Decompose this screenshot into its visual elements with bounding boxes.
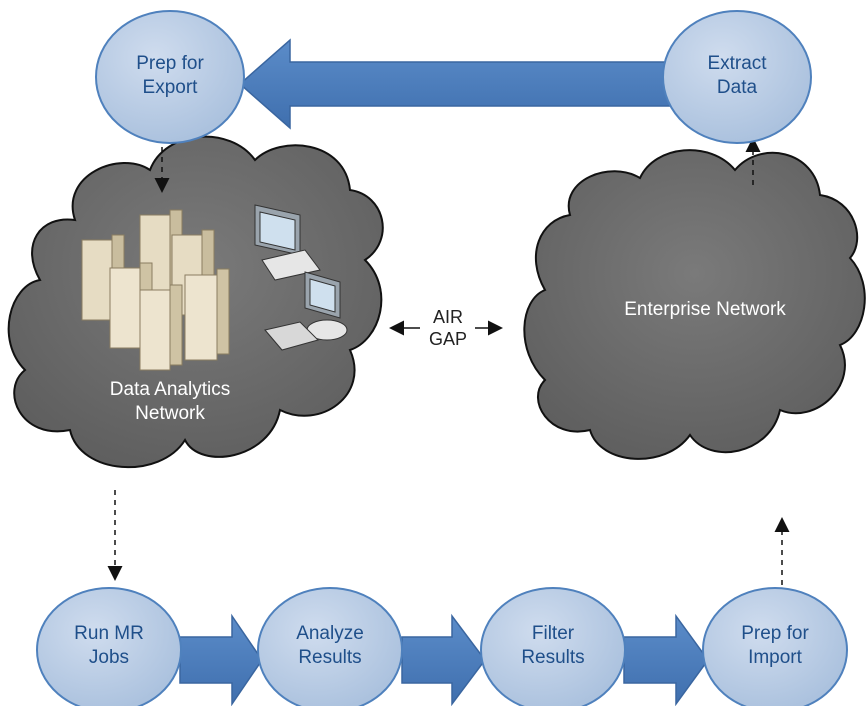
node-extract-data [662,10,812,144]
label-data-analytics-network: Data Analytics Network [109,379,231,424]
node-run-mr-jobs [36,587,182,706]
label-prep-for-import: Prep for Import [741,623,809,668]
flow-arrow-filter-to-import [623,613,709,706]
label-prep-for-export: Prep for Export [136,53,204,98]
label-air-gap: AIR GAP [428,307,467,349]
node-prep-for-export [95,10,245,144]
label-extract-data: Extract Data [707,53,767,98]
node-filter-results [480,587,626,706]
label-analyze-results: Analyze Results [296,623,364,668]
label-enterprise-network: Enterprise Network [624,299,786,320]
flow-arrow-run-to-analyze [179,613,263,706]
node-prep-for-import [702,587,848,706]
flow-arrow-analyze-to-filter [401,613,486,706]
export-flow-arrow [238,38,691,130]
workstation-icon [254,204,348,351]
enterprise-network-cloud [523,149,866,460]
label-filter-results: Filter Results [521,623,585,668]
node-analyze-results [257,587,403,706]
label-run-mr-jobs: Run MR Jobs [74,623,144,668]
server-rack-icon [81,209,230,371]
